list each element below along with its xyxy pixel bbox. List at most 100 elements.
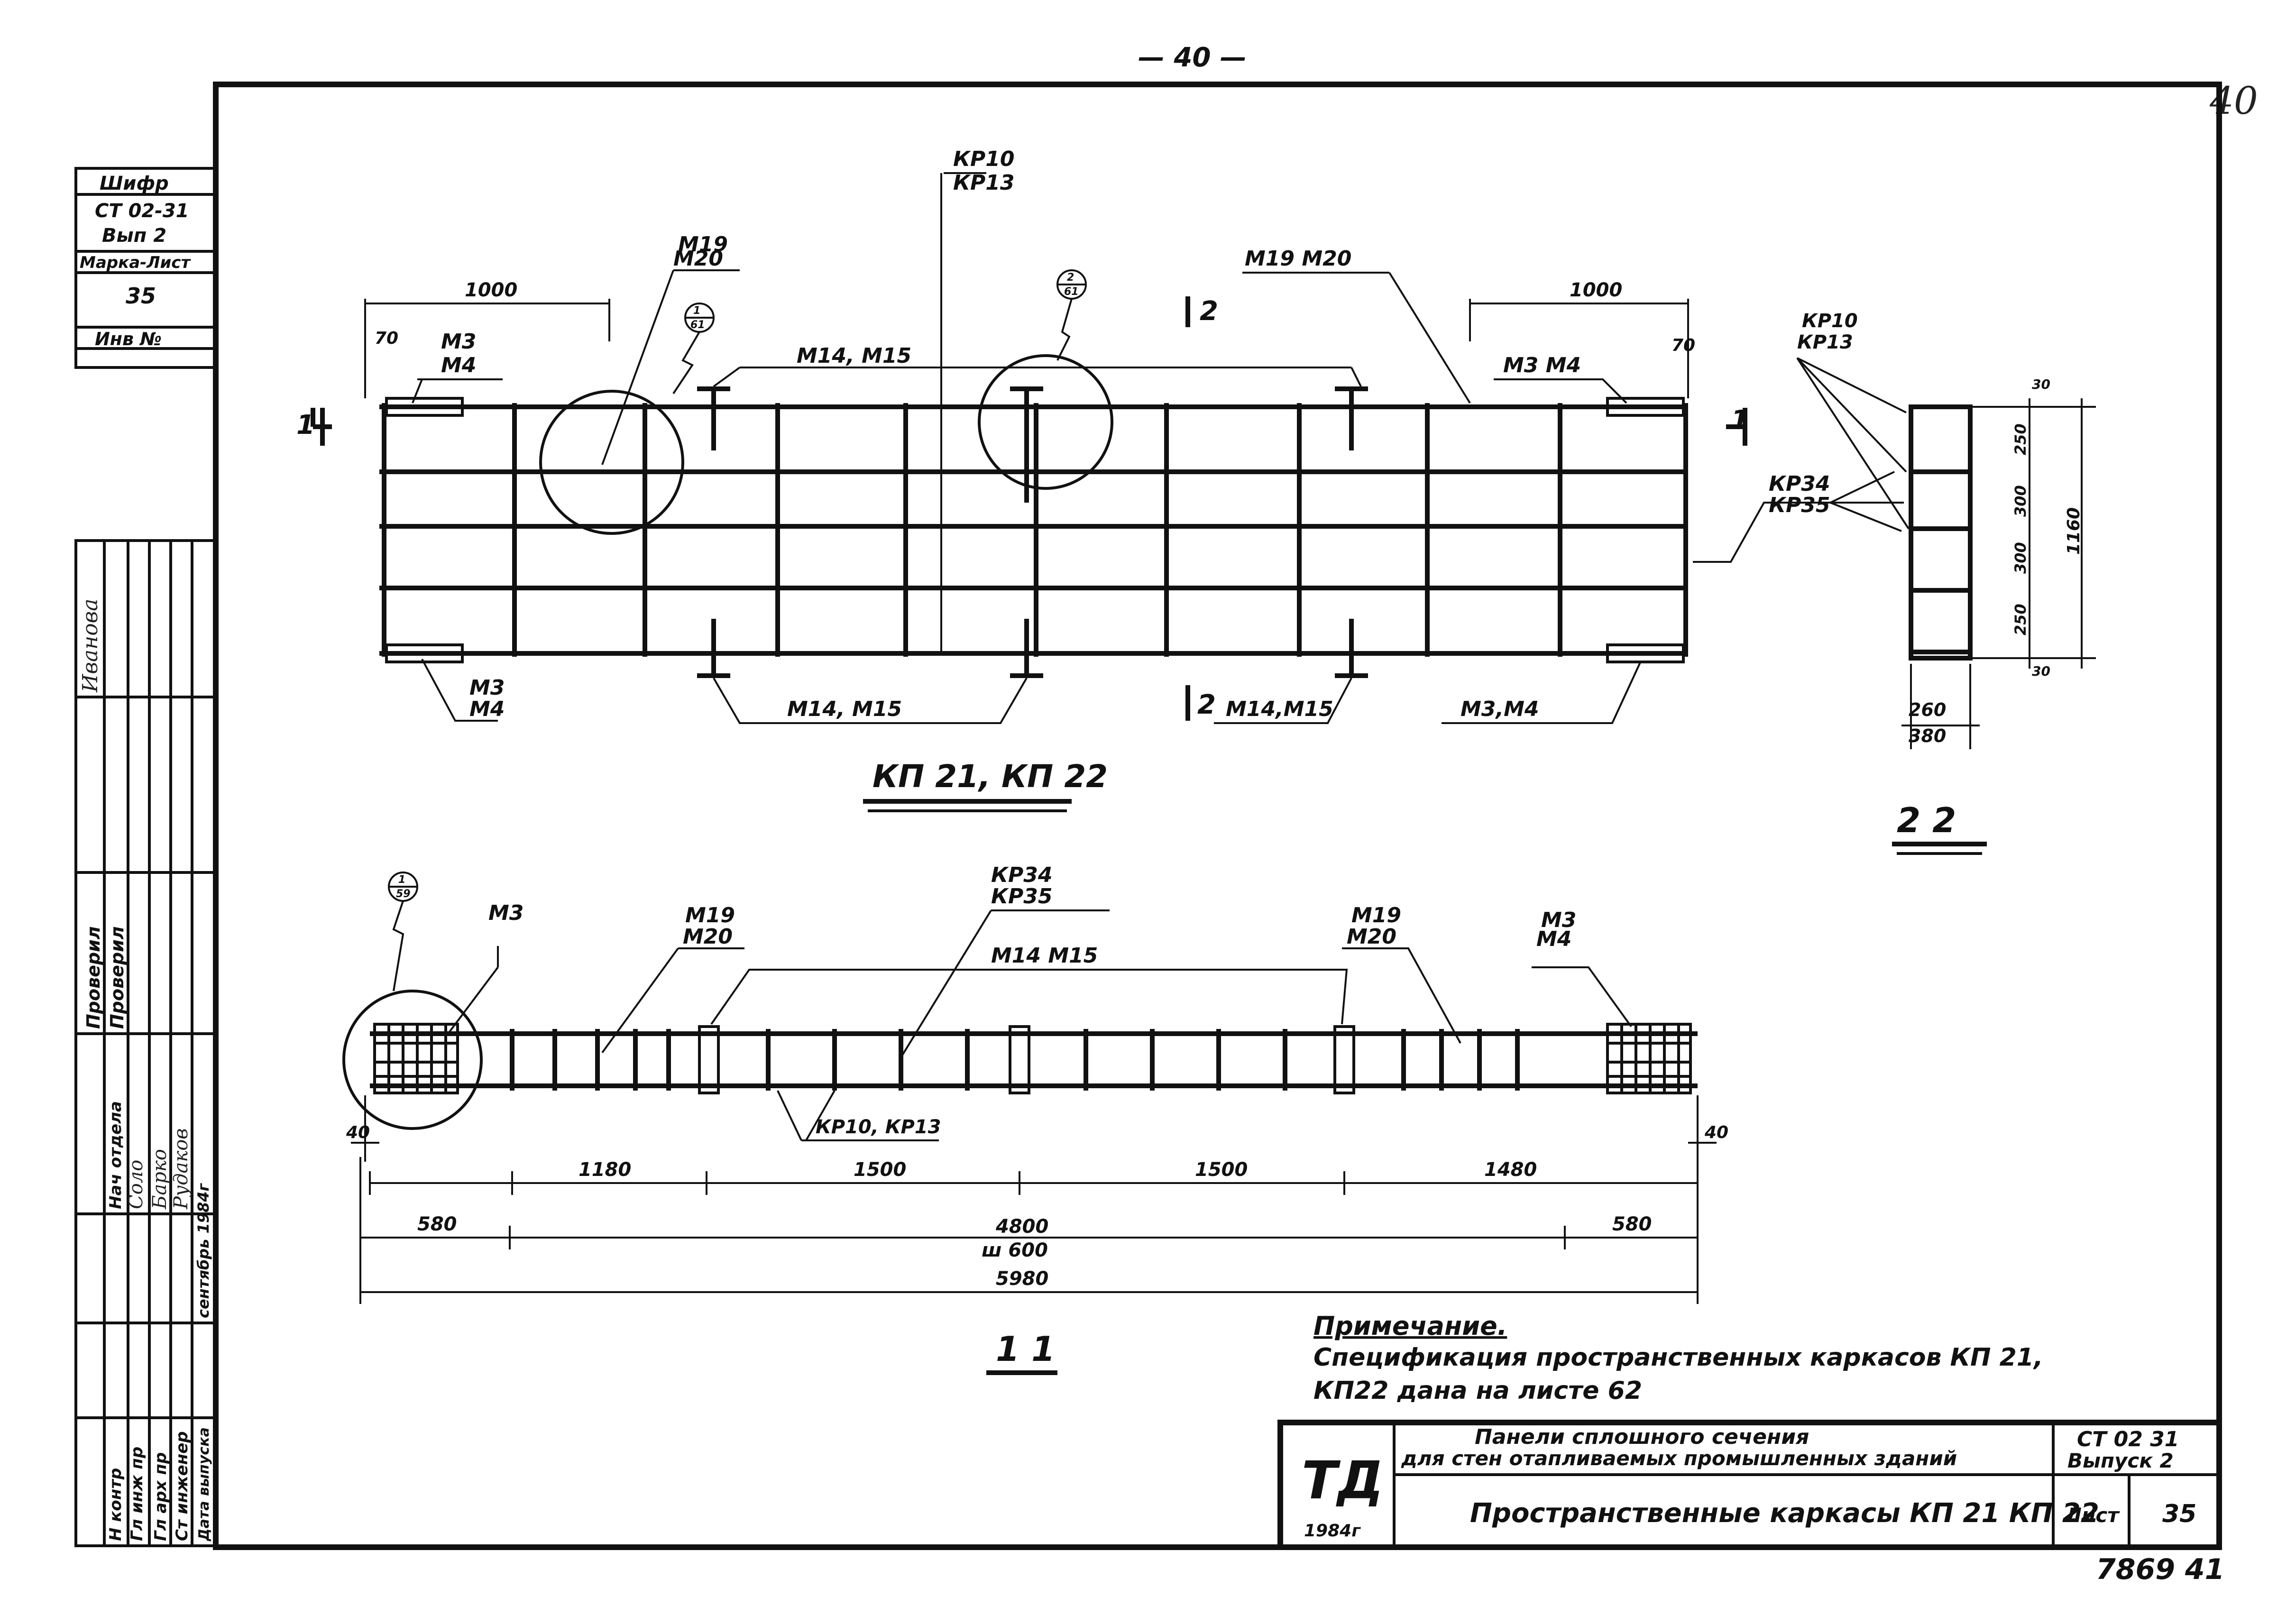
s11-m19-right: М19 — [1351, 903, 1401, 927]
section-mark-2-top: 2 — [1200, 296, 1218, 327]
s11-callout-top: 1 — [398, 874, 405, 886]
plan-dim-70-right: 70 — [1671, 336, 1695, 355]
s11-seg-1500-b: 1500 — [1195, 1159, 1248, 1181]
section-mark-2-bottom: 2 — [1197, 689, 1216, 720]
title-block: ТД 1984г Панели сплошного сечения для ст… — [1277, 1420, 2222, 1550]
plan-kp34: КР34 — [1769, 472, 1830, 496]
plan-m3-bottomleft: М3 — [469, 676, 505, 700]
shifr-label: Шифр — [100, 173, 169, 194]
s11-m20-left: М20 — [683, 925, 733, 949]
s11-dim-4800: 4800 — [995, 1216, 1048, 1238]
s11-seg-1180: 1180 — [579, 1159, 631, 1181]
s11-dim-5980: 5980 — [996, 1268, 1048, 1290]
note-line-1: Спецификация пространственных каркасов К… — [1313, 1343, 2043, 1372]
name-rudakov: Рудаков — [170, 1128, 192, 1210]
role-proveril-2: Проверил — [83, 926, 104, 1029]
callout-2-bottom: 61 — [1064, 286, 1079, 298]
s22-dim-300-b: 300 — [2011, 542, 2030, 574]
plan-kp13-right: КР13 — [1797, 331, 1853, 353]
tb-logo: ТД — [1302, 1450, 1384, 1511]
s22-width-380: 380 — [1909, 725, 1946, 746]
tb-title-2: для стен отапливаемых промышленных здани… — [1401, 1447, 1957, 1470]
s11-dim-580-right: 580 — [1612, 1213, 1652, 1235]
s11-m20-right: М20 — [1347, 925, 1396, 949]
tb-series-2: Выпуск 2 — [2067, 1449, 2174, 1472]
plan-kp10-right: КР10 — [1802, 310, 1858, 332]
plate-m3-bottomright — [1606, 643, 1685, 663]
role-nach-otdela: Нач отдела — [106, 1101, 125, 1209]
role-gl-arh: Гл арх пр — [151, 1452, 170, 1541]
shifr-value-1: СТ 02-31 — [95, 200, 189, 222]
s22-dim-250-b: 250 — [2011, 604, 2030, 635]
name-barko: Барко — [149, 1149, 171, 1210]
section-mark-1-right: 1 — [1731, 405, 1749, 436]
shifr-value-2: Вып 2 — [102, 225, 166, 247]
role-proveril-1: Проверил — [107, 926, 128, 1029]
side-stamp: Шифр СТ 02-31 Вып 2 Марка-Лист 35 Инв № … — [74, 167, 217, 1547]
shifr-box — [74, 167, 217, 369]
role-st-inzh: Ст инженер — [173, 1431, 192, 1541]
plan-view: 1 61 2 61 КР10 КР13 М19 М20 М19 М20 М14,… — [296, 147, 1910, 812]
role-gl-inzh: Гл инж пр — [128, 1447, 147, 1541]
note: Примечание. Спецификация пространственны… — [1313, 1311, 2043, 1405]
tb-title-1: Панели сплошного сечения — [1475, 1425, 1809, 1449]
plan-m4-bottomleft: М4 — [469, 697, 505, 721]
plan-kp35: КР35 — [1769, 493, 1830, 517]
s11-kp35: КР35 — [991, 884, 1052, 909]
detail-circle-3 — [342, 990, 483, 1130]
s22-dim-30-bottom: 30 — [2032, 663, 2050, 679]
s11-m4-right: М4 — [1536, 927, 1571, 951]
s11-m14-m15: М14 М15 — [991, 944, 1098, 968]
s11-m3-right: М3 — [1541, 908, 1576, 932]
marka-value: 35 — [126, 283, 156, 309]
plate-m3-topright — [1606, 397, 1685, 417]
plan-m14-m15-bottom-right: М14,М15 — [1226, 697, 1333, 721]
s22-dim-300-a: 300 — [2011, 485, 2030, 517]
page-top-number: — 40 — — [1138, 42, 1247, 73]
bottom-number: 7869 41 — [2096, 1553, 2224, 1586]
role-data-vypuska: Дата выпуска — [196, 1427, 212, 1542]
s22-dim-250-a: 250 — [2011, 423, 2030, 455]
role-n-kontr: Н контр — [106, 1468, 125, 1541]
s11-seg-1500-a: 1500 — [854, 1159, 906, 1181]
detail-circle-2 — [978, 354, 1113, 490]
s11-callout-bottom: 59 — [396, 888, 411, 900]
plan-m20-left: М20 — [673, 247, 723, 271]
section-1-1: 1 59 М3 М19 М20 КР34 КР35 М14 М15 М19 М2… — [342, 863, 1728, 1375]
plan-m3-m4-bottomright: М3,М4 — [1460, 697, 1539, 721]
s11-seg-1480: 1480 — [1484, 1159, 1537, 1181]
note-title: Примечание. — [1313, 1311, 1507, 1341]
callout-1-bottom: 61 — [690, 319, 705, 331]
plan-kp13: КР13 — [953, 171, 1014, 195]
marka-label: Марка-Лист — [80, 253, 191, 272]
plan-dim-1000-right: 1000 — [1570, 279, 1622, 301]
plate-m3-topleft — [385, 397, 464, 417]
s11-kp10-kp13: КР10, КР13 — [816, 1116, 941, 1138]
plan-m14-m15-top: М14, М15 — [797, 344, 911, 368]
plan-m4-topleft: М4 — [441, 353, 476, 377]
tb-year: 1984г — [1304, 1521, 1361, 1541]
inv-label: Инв № — [95, 329, 162, 349]
s11-m19-left: М19 — [685, 903, 735, 927]
plan-m19-left: М19 — [678, 232, 728, 257]
date-value: сентябрь 1984г — [194, 1183, 212, 1318]
tb-sheet-title: Пространственные каркасы КП 21 КП 22 — [1470, 1498, 2099, 1529]
s11-m3-left: М3 — [488, 901, 523, 925]
section-mark-1-left: 1 — [296, 410, 315, 441]
s11-end-left: 40 — [346, 1123, 370, 1142]
s11-title: 1 1 — [996, 1329, 1055, 1369]
callout-1-top: 1 — [693, 305, 700, 317]
section-2-2: 30 250 300 300 250 30 1160 260 380 2 2 — [1892, 376, 2096, 855]
plan-title: КП 21, КП 22 — [872, 758, 1108, 795]
s11-kp34: КР34 — [991, 863, 1052, 887]
callout-2-top: 2 — [1067, 272, 1074, 284]
plan-m14-m15-bottom-left: М14, М15 — [787, 697, 902, 721]
plan-m19-m20-right: М19 М20 — [1245, 247, 1351, 271]
s22-dim-30-top: 30 — [2032, 376, 2050, 392]
tb-sheet-number: 35 — [2162, 1500, 2196, 1528]
s22-dim-total: 1160 — [2064, 507, 2084, 555]
s11-dim-sh600: ш 600 — [982, 1239, 1048, 1261]
name-ivanova: Иванова — [78, 598, 102, 693]
s11-dim-580-left: 580 — [417, 1213, 457, 1235]
